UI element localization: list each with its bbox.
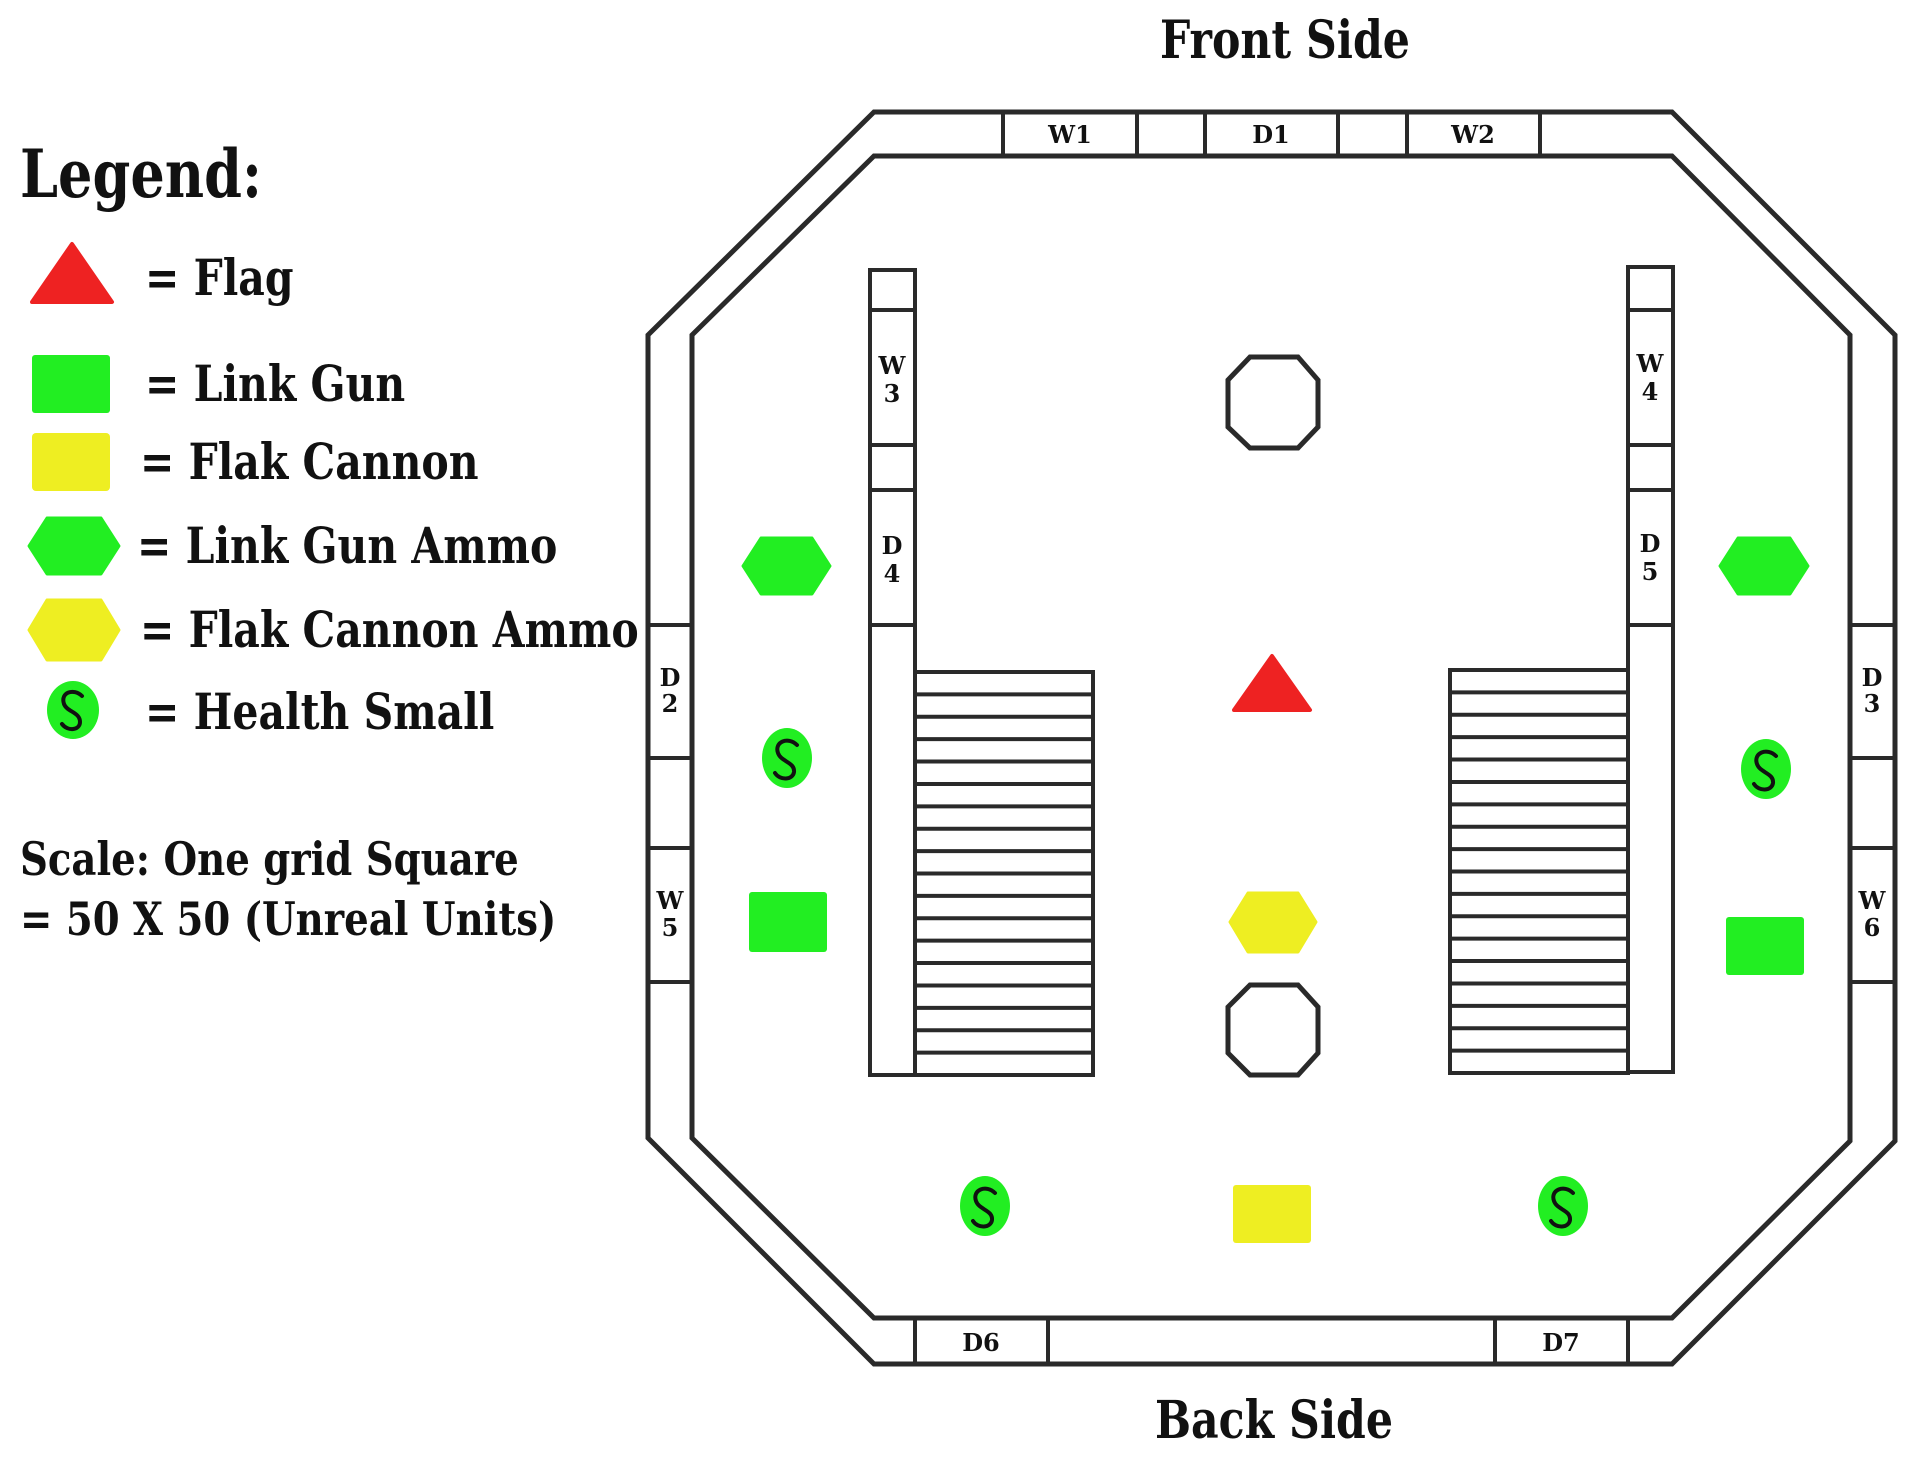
pillar-front [1225,354,1321,451]
door-label-d1: D1 [1252,120,1290,149]
window-label-w1: W1 [1047,120,1092,149]
flak-cannon-ammo-marker [1228,891,1318,954]
door-label-d2-a: D [660,663,681,692]
scale-line-1: Scale: One grid Square [20,832,519,886]
health-small-marker-bottom-right [1538,1176,1588,1236]
window-label-w3-b: 3 [884,379,901,408]
legend-label-link-gun-ammo: = Link Gun Ammo [137,516,558,575]
health-small-squiggle [60,689,84,731]
flak-cannon-icon [32,433,110,491]
health-small-marker-bottom-left [960,1176,1010,1236]
arena-walls [645,109,1898,1367]
legend-label-flak-cannon: = Flak Cannon [140,432,479,491]
link-gun-ammo-marker-left [741,536,832,596]
door-label-d5-b: 5 [1642,557,1659,586]
link-gun-icon [32,355,110,413]
right-stairs [1448,668,1630,1075]
window-label-w4-a: W [1636,349,1665,378]
legend-label-link-gun: = Link Gun [145,354,406,413]
legend-label-flak-cannon-ammo: = Flak Cannon Ammo [140,600,639,659]
legend-label-flag: = Flag [145,248,294,307]
flak-cannon-marker [1233,1185,1311,1243]
left-wall-openings [648,623,692,984]
door-label-d5-a: D [1640,529,1661,558]
left-stairs [913,670,1095,1077]
front-side-label: Front Side [1160,10,1410,71]
legend-icons [27,242,121,739]
window-label-w2: W2 [1450,120,1495,149]
window-label-w5-b: 5 [662,913,679,942]
right-wall-openings [1850,623,1895,984]
health-small-marker-left [762,728,812,788]
window-label-w5-a: W [656,886,685,915]
window-label-w4-b: 4 [1642,377,1659,406]
flag-icon [30,242,114,304]
outer-wall [645,109,1898,1367]
legend-heading: Legend: [20,135,262,213]
link-gun-marker-left [749,892,827,952]
window-label-w6-a: W [1858,886,1887,915]
inner-wall [689,153,1853,1321]
window-label-w6-b: 6 [1864,913,1881,942]
door-label-d3-b: 3 [1864,689,1881,718]
door-label-d2-b: 2 [662,689,679,718]
top-wall-openings [1001,112,1542,156]
door-label-d4-a: D [882,531,903,560]
door-label-d7: D7 [1542,1328,1580,1357]
link-gun-marker-right [1726,917,1804,975]
bottom-wall-openings [913,1318,1630,1364]
flak-cannon-ammo-icon [27,598,121,662]
health-small-marker-right [1741,739,1791,799]
link-gun-ammo-marker-right [1718,536,1810,596]
back-side-label: Back Side [1155,1390,1393,1451]
scale-line-2: = 50 X 50 (Unreal Units) [20,892,557,946]
door-label-d3-a: D [1862,663,1883,692]
link-gun-ammo-icon [27,516,121,576]
door-label-d6: D6 [962,1328,1000,1357]
pillar-back [1225,982,1321,1078]
door-label-d4-b: 4 [884,559,901,588]
legend-label-health-small: = Health Small [145,682,495,741]
window-label-w3-a: W [878,351,907,380]
flag-marker [1232,654,1312,712]
